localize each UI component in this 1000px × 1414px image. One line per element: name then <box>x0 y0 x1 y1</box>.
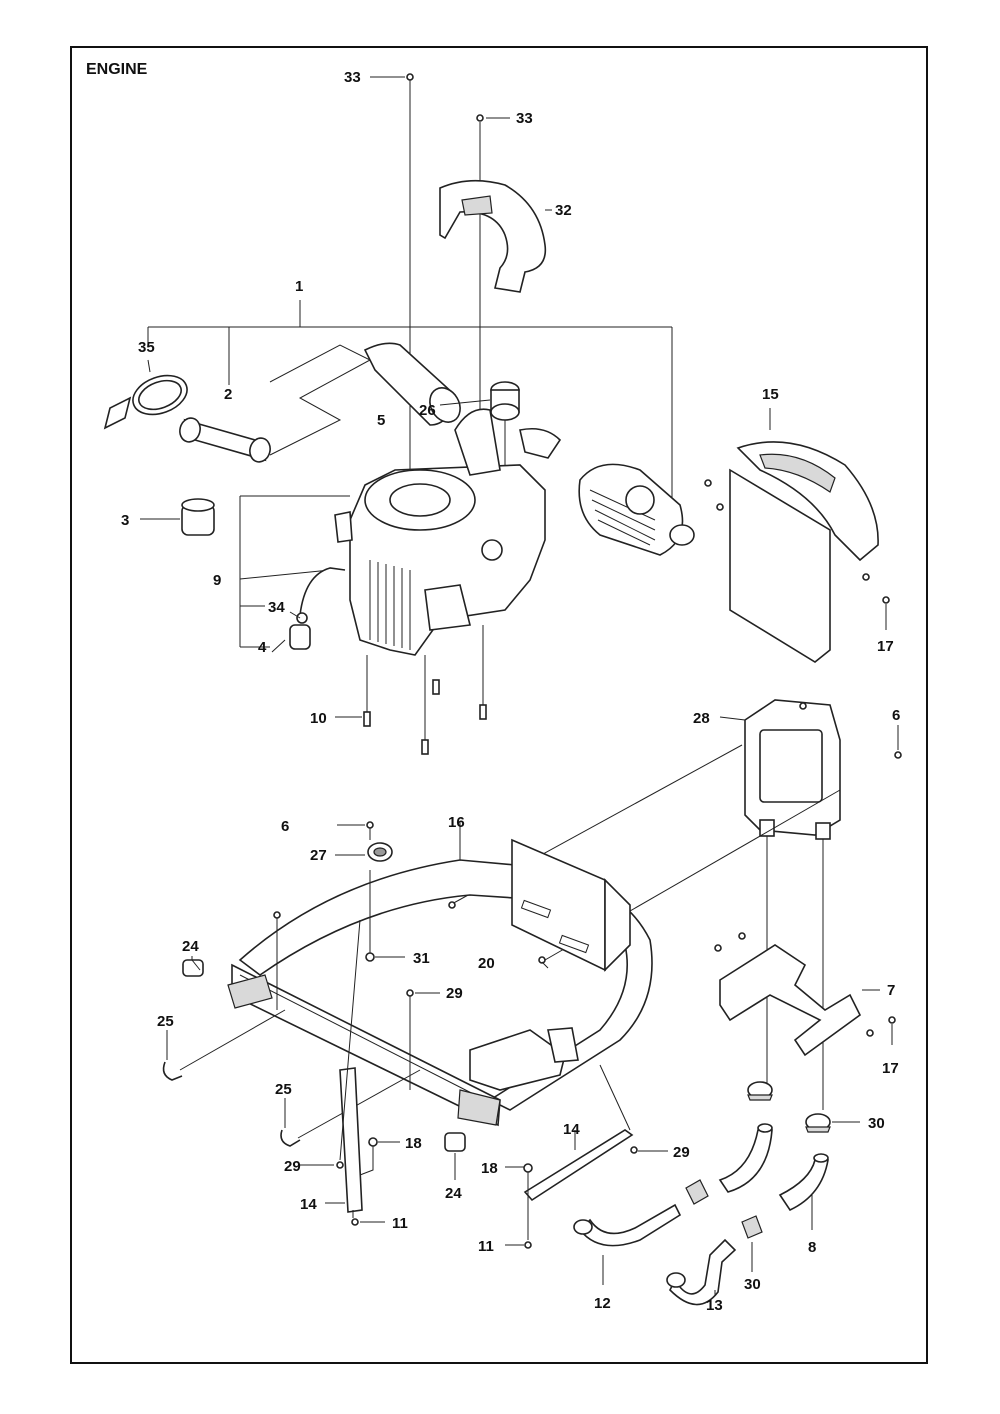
callout-6-right: 6 <box>892 707 900 724</box>
diagram-title: ENGINE <box>86 61 148 78</box>
callout-26: 26 <box>419 402 436 419</box>
callout-6-left: 6 <box>281 818 289 835</box>
callout-29-frame: 29 <box>446 985 463 1002</box>
strap-14-right <box>505 1064 668 1249</box>
rear-mount-bracket <box>469 1027 579 1091</box>
callout-25-lower: 25 <box>275 1081 292 1098</box>
hose-bracket-9 <box>239 495 350 650</box>
callout-13: 13 <box>706 1297 723 1314</box>
callout-1: 1 <box>295 278 303 295</box>
callout-33-right: 33 <box>516 110 533 127</box>
callout-2: 2 <box>224 386 232 403</box>
callout-29-right: 29 <box>673 1144 690 1161</box>
callout-20: 20 <box>478 955 495 972</box>
callout-7: 7 <box>887 982 895 999</box>
pipe-13 <box>666 1153 829 1306</box>
bracket-7 <box>714 932 896 1057</box>
clamp-35 <box>103 359 188 430</box>
callout-11-right: 11 <box>478 1238 494 1255</box>
pipe-12 <box>573 1123 773 1285</box>
callout-18-right: 18 <box>481 1160 498 1177</box>
callout-4: 4 <box>258 639 267 656</box>
callout-15: 15 <box>762 386 779 403</box>
cap-24-left <box>182 956 204 977</box>
plug-3 <box>140 498 215 536</box>
callout-11-left: 11 <box>392 1215 408 1232</box>
callout-24-left: 24 <box>182 938 199 955</box>
clamp-30-lower <box>751 1113 860 1272</box>
callout-16: 16 <box>448 814 465 831</box>
callout-31: 31 <box>413 950 430 967</box>
bolt-29-frame <box>273 911 440 1090</box>
callout-25-upper: 25 <box>157 1013 174 1030</box>
strap-14-left <box>325 919 400 1226</box>
callout-30-lower: 30 <box>744 1276 761 1293</box>
callout-9: 9 <box>213 572 221 589</box>
callout-17-lower: 17 <box>882 1060 899 1077</box>
callout-14-left: 14 <box>300 1196 317 1213</box>
diagram-frame <box>70 46 928 1364</box>
callout-17-upper: 17 <box>877 638 894 655</box>
air-filter-housing <box>578 463 695 556</box>
filter-2 <box>179 417 271 463</box>
callout-8: 8 <box>808 1239 816 1256</box>
callout-33-top: 33 <box>344 69 361 86</box>
bolts-10 <box>335 625 487 755</box>
callout-32: 32 <box>555 202 572 219</box>
clip-25-lower <box>280 1069 421 1147</box>
callout-14-right: 14 <box>563 1121 580 1138</box>
muffler-28 <box>449 699 902 1110</box>
callout-5: 5 <box>377 412 385 429</box>
callout-3: 3 <box>121 512 129 529</box>
callout-27: 27 <box>310 847 327 864</box>
callout-24-right: 24 <box>445 1185 462 1202</box>
callout-34: 34 <box>268 599 285 616</box>
callout-30-upper: 30 <box>868 1115 885 1132</box>
engine-mount-plate <box>448 838 631 972</box>
callout-29-left: 29 <box>284 1158 301 1175</box>
cap-24-right <box>444 1132 466 1152</box>
clip-25-upper <box>162 1009 286 1081</box>
clamp-30-upper <box>747 1081 773 1101</box>
element-5 <box>269 342 461 456</box>
grommet-27 <box>335 821 405 962</box>
frame-16 <box>227 822 653 1127</box>
callout-28: 28 <box>693 710 710 727</box>
belt-cover-32 <box>439 179 552 293</box>
callout-12: 12 <box>594 1295 611 1312</box>
callout-10: 10 <box>310 710 327 727</box>
engine-block <box>334 408 562 656</box>
callout-35: 35 <box>138 339 155 356</box>
shroud-15 <box>704 408 890 663</box>
callout-18-left: 18 <box>405 1135 422 1152</box>
